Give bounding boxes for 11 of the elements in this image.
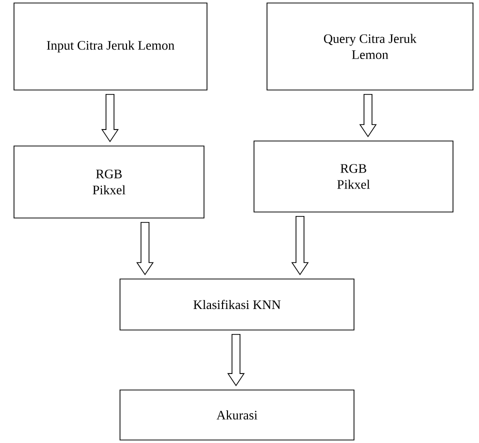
block-arrow: [227, 334, 245, 386]
block-arrow: [291, 216, 309, 276]
process-box: RGB Pikxel: [14, 146, 204, 218]
process-box: Input Citra Jeruk Lemon: [14, 2, 208, 90]
block-arrow: [136, 222, 154, 276]
block-arrow: [101, 94, 119, 142]
process-box: RGB Pikxel: [254, 140, 454, 212]
block-arrow: [359, 94, 377, 138]
process-box: Akurasi: [120, 390, 354, 440]
process-box: Klasifikasi KNN: [120, 278, 354, 330]
process-box: Query Citra Jeruk Lemon: [266, 2, 474, 90]
